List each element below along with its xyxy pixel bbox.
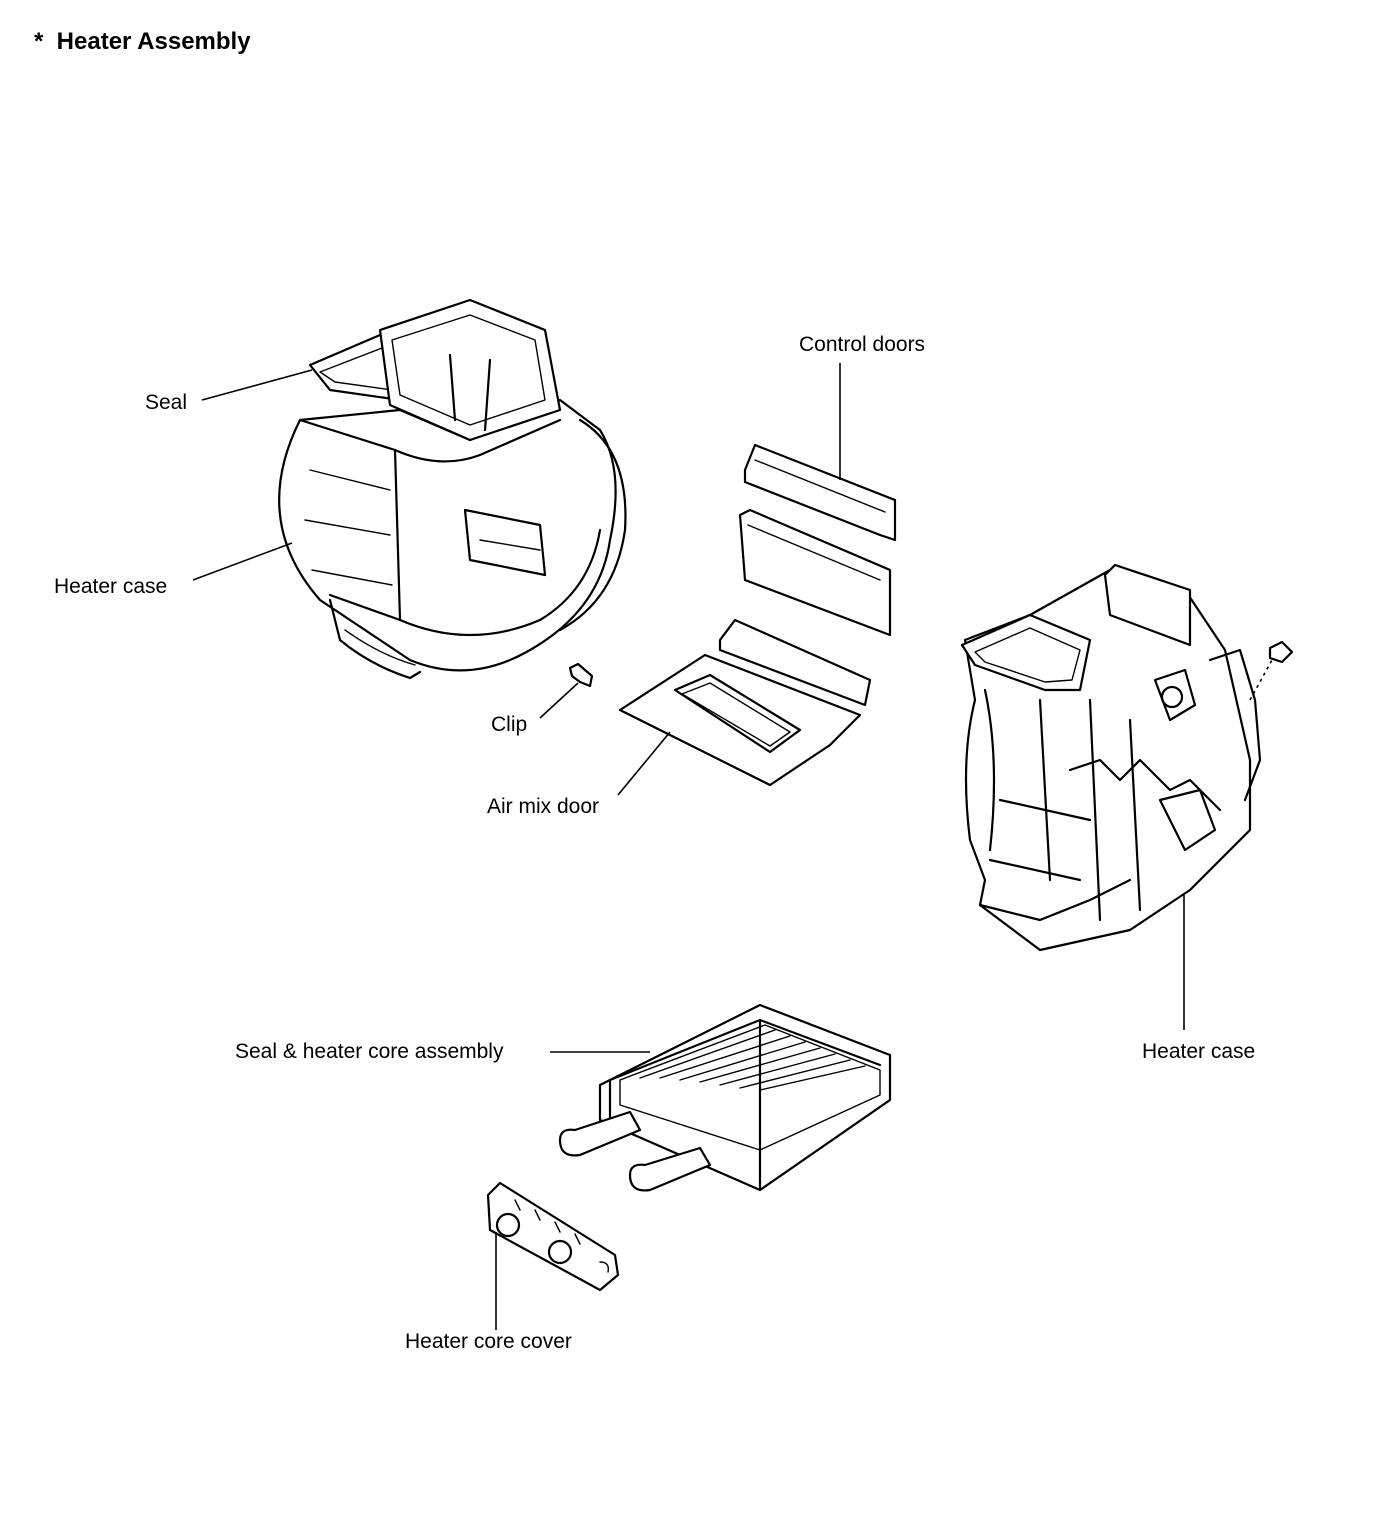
leader-seal (201, 369, 313, 401)
label-air-mix-door: Air mix door (487, 795, 600, 818)
label-heater-case-left: Heater case (54, 575, 168, 598)
diagram-title: * Heater Assembly (34, 28, 251, 55)
left-heater-case-part (278, 298, 627, 680)
leader-air-mix-door (617, 731, 671, 796)
label-control-doors: Control doors (799, 333, 926, 356)
heater-core-cover-part (486, 1181, 620, 1292)
label-seal-heater-core-assembly: Seal & heater core assembly (235, 1040, 504, 1063)
label-seal: Seal (145, 391, 188, 414)
heater-core-part (558, 1003, 892, 1192)
control-doors-part (738, 443, 897, 637)
label-heater-core-cover: Heater core cover (405, 1330, 572, 1353)
clip-part (568, 662, 594, 688)
label-clip: Clip (491, 713, 528, 736)
leader-lines (192, 363, 1273, 1330)
label-heater-case-right: Heater case (1142, 1040, 1256, 1063)
leader-heater-case-left (192, 542, 293, 581)
air-mix-door-part (618, 618, 872, 787)
leader-clip (539, 682, 579, 719)
right-heater-case-part (960, 563, 1294, 952)
